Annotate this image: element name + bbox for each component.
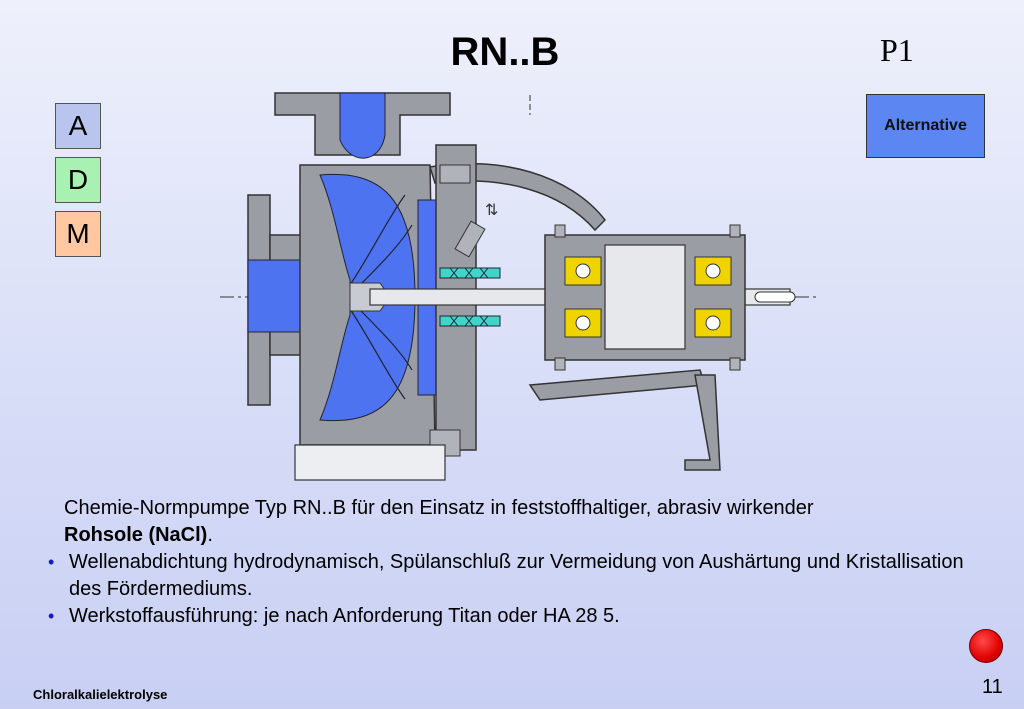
alternative-button[interactable]: Alternative <box>866 94 985 158</box>
bullet-item-material: • Werkstoffausführung: je nach Anforderu… <box>48 603 964 630</box>
slide-label: P1 <box>880 32 914 68</box>
flush-connection <box>454 220 486 258</box>
shaft-seal-rings <box>439 267 501 327</box>
flush-arrows-icon: ⇅ <box>485 202 498 219</box>
bracket-lower-rib <box>528 369 707 401</box>
red-circle-button[interactable] <box>969 629 1003 663</box>
casing-base <box>294 444 446 481</box>
shaft-keyway <box>754 291 796 303</box>
bearing-housing-bore <box>604 244 686 350</box>
bullet-icon: • <box>48 552 55 572</box>
description-text: Chemie-Normpumpe Typ RN..B für den Einsa… <box>48 495 964 630</box>
description-intro: Chemie-Normpumpe Typ RN..B für den Einsa… <box>64 497 814 546</box>
discharge-channel-fluid <box>339 92 386 159</box>
nav-button-m[interactable]: M <box>55 211 101 257</box>
footer-label: Chloralkalielektrolyse <box>33 687 168 702</box>
ball-bearings <box>564 256 732 338</box>
page-number: 11 <box>982 676 1003 698</box>
description-bold-term: Rohsole (NaCl) <box>64 524 208 546</box>
slide-title: RN..B <box>450 30 560 74</box>
support-foot <box>684 374 721 471</box>
bullet-item-seal: • Wellenabdichtung hydrodynamisch, Spüla… <box>48 551 964 600</box>
pump-cross-section-drawing: ⇅ <box>220 92 820 481</box>
bullet-icon: • <box>48 606 55 626</box>
nav-button-d[interactable]: D <box>55 157 101 203</box>
nav-button-a[interactable]: A <box>55 103 101 149</box>
